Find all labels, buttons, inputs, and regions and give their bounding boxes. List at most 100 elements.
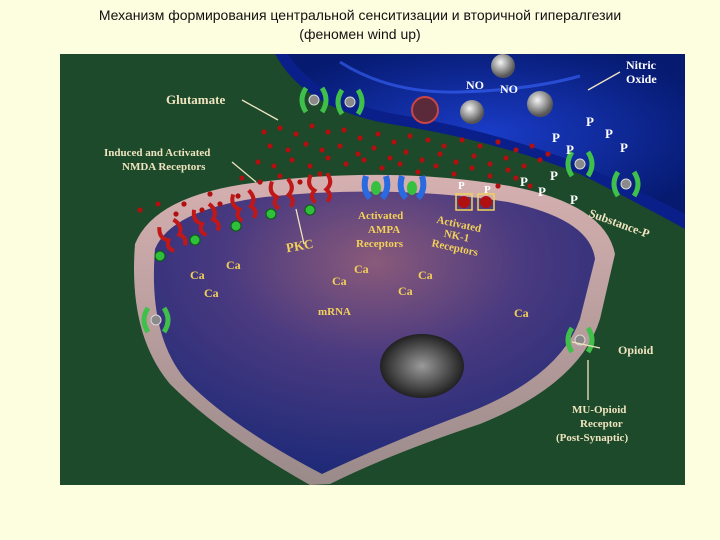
label-mu-line1: MU-Opioid xyxy=(572,404,627,416)
glutamate-dot xyxy=(503,155,509,161)
label-nitric-line2: Oxide xyxy=(626,72,657,86)
glutamate-dot xyxy=(487,161,493,167)
glutamate-dot xyxy=(277,173,283,179)
label-p: P xyxy=(605,126,613,141)
ampa-receptor-icon xyxy=(397,175,427,201)
glutamate-dot xyxy=(341,127,347,133)
ampa-receptors xyxy=(361,175,427,201)
glutamate-dot xyxy=(343,161,349,167)
glutamate-dot xyxy=(235,193,241,199)
glutamate-dot xyxy=(513,147,519,153)
label-p: P xyxy=(484,184,491,196)
glutamate-dot xyxy=(469,165,475,171)
glutamate-dot xyxy=(471,153,477,159)
opioid-receptor-icon xyxy=(335,88,365,116)
glutamate-dot xyxy=(387,155,393,161)
label-ca: Ca xyxy=(514,306,529,320)
glutamate-dot xyxy=(391,139,397,145)
label-p: P xyxy=(538,184,546,199)
glutamate-dot xyxy=(137,207,143,213)
nmda-receptor-icon xyxy=(230,188,258,223)
glutamate-dot xyxy=(403,149,409,155)
label-ca: Ca xyxy=(332,274,347,288)
glutamate-dot xyxy=(513,175,519,181)
glutamate-dot xyxy=(537,157,543,163)
glutamate-dot xyxy=(325,155,331,161)
glutamate-dot xyxy=(173,211,179,217)
glutamate-dot xyxy=(357,135,363,141)
nk1-receptors xyxy=(455,193,495,211)
glutamate-dot xyxy=(255,159,261,165)
glutamate-dot xyxy=(155,201,161,207)
glutamate-dot xyxy=(317,171,323,177)
glutamate-dot xyxy=(257,179,263,185)
glutamate-dot xyxy=(527,183,533,189)
glutamate-dot xyxy=(521,163,527,169)
glutamate-dot xyxy=(297,179,303,185)
glutamate-dot xyxy=(337,143,343,149)
glutamate-dot xyxy=(419,157,425,163)
glutamate-dot xyxy=(529,143,535,149)
glutamate-dot xyxy=(355,151,361,157)
label-ca: Ca xyxy=(190,268,205,282)
nmda-receptor-icon xyxy=(307,172,333,204)
label-p: P xyxy=(550,168,558,183)
opioid-receptor-icon xyxy=(141,306,171,334)
glutamate-dot xyxy=(451,171,457,177)
slide-title: Механизм формирования центральной сенсит… xyxy=(0,6,720,44)
nucleus-icon xyxy=(380,334,464,398)
label-nitric-line1: Nitric xyxy=(626,58,656,72)
label-ca: Ca xyxy=(226,258,241,272)
glutamate-dot xyxy=(361,157,367,163)
glutamate-dot xyxy=(441,143,447,149)
glutamate-dot xyxy=(397,161,403,167)
label-no-2: NO xyxy=(500,82,518,96)
glutamate-dot xyxy=(271,163,277,169)
label-p: P xyxy=(458,180,465,192)
title-line-1: Механизм формирования центральной сенсит… xyxy=(98,7,622,23)
glutamate-dot xyxy=(309,123,315,129)
glutamate-dot xyxy=(495,139,501,145)
label-ca: Ca xyxy=(398,284,413,298)
label-glutamate: Glutamate xyxy=(166,92,226,107)
glutamate-dot xyxy=(425,137,431,143)
title-line-2: (феномен wind up) xyxy=(299,26,421,42)
nitric-oxide-sphere-icon xyxy=(411,96,439,124)
glutamate-dot xyxy=(371,145,377,151)
opioid-receptor-icon xyxy=(565,326,595,354)
glutamate-dot xyxy=(199,207,205,213)
nmda-receptor-icon xyxy=(157,217,188,253)
nmda-receptor-icon xyxy=(268,177,295,211)
label-mrna: mRNA xyxy=(318,306,351,318)
label-mu-line3: (Post-Synaptic) xyxy=(556,432,629,444)
label-ca: Ca xyxy=(204,286,219,300)
nmda-receptor-icon xyxy=(191,202,221,237)
glutamate-dot xyxy=(239,175,245,181)
glutamate-dot xyxy=(433,163,439,169)
glutamate-dot xyxy=(303,141,309,147)
label-ca: Ca xyxy=(418,268,433,282)
glutamate-dot xyxy=(325,129,331,135)
label-nmda-line2: NMDA Receptors xyxy=(122,161,206,173)
glutamate-dot xyxy=(261,129,267,135)
opioid-receptor-icon xyxy=(299,86,329,114)
ampa-receptor-icon xyxy=(361,175,391,201)
glutamate-dot xyxy=(319,147,325,153)
label-p: P xyxy=(620,140,628,155)
nk1-receptor-icon xyxy=(477,193,495,211)
label-p: P xyxy=(520,174,528,189)
nitric-oxide-sphere-icon xyxy=(527,91,553,117)
glutamate-dot xyxy=(293,131,299,137)
glutamate-dot xyxy=(453,159,459,165)
glutamate-dot xyxy=(495,183,501,189)
glutamate-dot xyxy=(477,143,483,149)
glutamate-dot xyxy=(379,165,385,171)
nitric-oxide-sphere-icon xyxy=(491,54,515,78)
nitric-oxide-sphere-icon xyxy=(460,100,484,124)
opioid-receptor-icon xyxy=(565,150,595,178)
glutamate-dot xyxy=(545,151,551,157)
label-mu-line2: Receptor xyxy=(580,418,623,430)
label-ampa-line2: AMPA xyxy=(368,224,401,236)
label-p: P xyxy=(570,192,578,207)
nmda-receptors xyxy=(157,172,333,253)
